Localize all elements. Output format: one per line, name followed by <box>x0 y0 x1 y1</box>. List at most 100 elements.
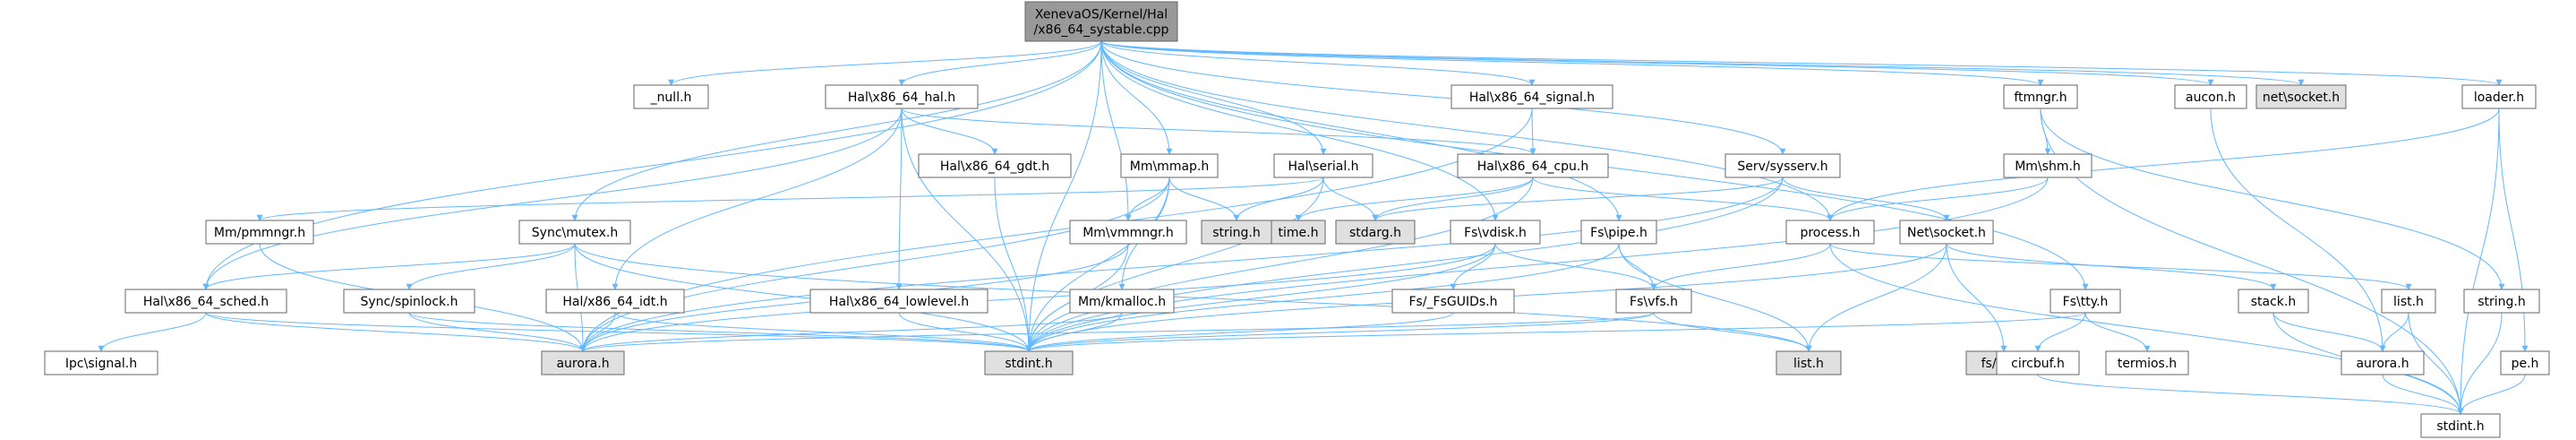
edge-tty-to-circbuf <box>2034 312 2086 352</box>
node-root: XenevaOS/Kernel/Hal/x86_64_systable.cpp <box>1024 1 1178 42</box>
node-box-stdint2 <box>2420 413 2501 438</box>
node-spinlock[interactable]: Sync/spinlock.h <box>343 289 475 314</box>
node-hal[interactable]: Hal\x86_64_hal.h <box>825 84 979 109</box>
node-box-vmmngr <box>1069 220 1187 245</box>
node-listh[interactable]: list.h <box>2381 289 2436 314</box>
node-aurora2[interactable]: aurora.h <box>2341 350 2425 375</box>
node-mmap[interactable]: Mm\mmap.h <box>1120 153 1219 178</box>
node-termios[interactable]: termios.h <box>2105 350 2189 375</box>
node-sysserv[interactable]: Serv/sysserv.h <box>1724 153 1841 178</box>
node-gdt[interactable]: Hal\x86_64_gdt.h <box>918 153 1072 178</box>
node-signal[interactable]: Hal\x86_64_signal.h <box>1451 84 1613 109</box>
node-box-cpu <box>1457 153 1609 178</box>
edge-serial-to-stdarg <box>1322 177 1379 221</box>
node-loader[interactable]: loader.h <box>2461 84 2537 109</box>
node-vfs[interactable]: Fs\vfs.h <box>1615 289 1692 314</box>
edge-sched-to-aurora <box>205 312 586 352</box>
edge-cpu-to-stdarg <box>1372 177 1534 221</box>
edge-aucon-to-aurora2 <box>2210 108 2386 352</box>
edge-loader-to-pe <box>2498 108 2529 352</box>
node-ipcsignal[interactable]: Ipc\signal.h <box>44 350 158 375</box>
node-ftmngr[interactable]: ftmngr.h <box>2003 84 2078 109</box>
node-label-aurora2-0: aurora.h <box>2356 357 2409 371</box>
edge-root-to-loader <box>1100 40 2503 86</box>
node-box-sched <box>124 289 287 314</box>
edge-vfs-to-listext <box>1653 312 1812 352</box>
node-label-loader-0: loader.h <box>2474 91 2524 105</box>
node-label-stdarg-0: stdarg.h <box>1349 226 1401 240</box>
node-label-mmap-0: Mm\mmap.h <box>1130 160 1210 174</box>
node-pe[interactable]: pe.h <box>2500 350 2550 375</box>
node-box-time <box>1271 220 1326 245</box>
node-label-hal-0: Hal\x86_64_hal.h <box>848 91 955 105</box>
node-label-idt-0: Hal/x86_64_idt.h <box>562 295 667 309</box>
edge-string2-to-stdint2 <box>2457 312 2503 415</box>
edge-root-to-vdisk <box>1100 40 1499 221</box>
node-label-ftmngr-0: ftmngr.h <box>2014 91 2067 105</box>
node-socket[interactable]: Net\socket.h <box>1899 220 1994 245</box>
node-label-listh-0: list.h <box>2393 295 2424 309</box>
node-pipe[interactable]: Fs\pipe.h <box>1580 220 1657 245</box>
edge-fsguids-to-stdint <box>1025 312 1454 352</box>
edge-root-to-vmmngr <box>1100 40 1132 221</box>
node-box-pmmngr <box>205 220 314 245</box>
node-box-null <box>633 84 709 109</box>
node-label-pmmngr-0: Mm/pmmngr.h <box>214 226 305 240</box>
edge-gdt-to-stdint <box>994 177 1032 352</box>
edge-root-to-ftmngr <box>1100 40 2044 86</box>
node-box-pipe <box>1580 220 1657 245</box>
node-label-shm-0: Mm\shm.h <box>2015 160 2081 174</box>
node-aurora: aurora.h <box>541 350 625 375</box>
node-label-tty-0: Fs\tty.h <box>2063 295 2109 309</box>
edge-sched-to-ipcsignal <box>98 312 207 352</box>
node-idt[interactable]: Hal/x86_64_idt.h <box>545 289 685 314</box>
edge-root-to-serial <box>1100 40 1327 155</box>
node-label-sysserv-0: Serv/sysserv.h <box>1737 160 1827 174</box>
node-stack[interactable]: stack.h <box>2238 289 2309 314</box>
node-aucon[interactable]: aucon.h <box>2174 84 2247 109</box>
node-vdisk[interactable]: Fs\vdisk.h <box>1450 220 1541 245</box>
edge-mutex-to-spinlock <box>406 243 576 290</box>
edge-root-to-stdint <box>1025 40 1102 352</box>
edge-root-to-aucon <box>1100 40 2214 86</box>
node-kmalloc[interactable]: Mm/kmalloc.h <box>1069 289 1175 314</box>
node-stdint2[interactable]: stdint.h <box>2420 413 2501 438</box>
node-box-gdt <box>918 153 1072 178</box>
node-pmmngr[interactable]: Mm/pmmngr.h <box>205 220 314 245</box>
edge-ftmngr-to-string2 <box>2040 108 2505 290</box>
node-shm[interactable]: Mm\shm.h <box>2003 153 2092 178</box>
edge-cpu-to-process <box>1532 177 1834 221</box>
node-lowlevel[interactable]: Hal\x86_64_lowlevel.h <box>809 289 988 314</box>
node-vmmngr[interactable]: Mm\vmmngr.h <box>1069 220 1187 245</box>
node-sched[interactable]: Hal\x86_64_sched.h <box>124 289 287 314</box>
node-fsguids[interactable]: Fs/_FsGUIDs.h <box>1391 289 1515 314</box>
node-label-stack-0: stack.h <box>2251 295 2297 309</box>
edge-pipe-to-listext <box>1618 243 1812 352</box>
node-label-fsguids-0: Fs/_FsGUIDs.h <box>1408 295 1497 309</box>
node-null[interactable]: _null.h <box>633 84 709 109</box>
node-box-idt <box>545 289 685 314</box>
edge-kmalloc-to-stdint <box>1025 312 1123 352</box>
node-serial[interactable]: Hal\serial.h <box>1273 153 1374 178</box>
edge-process-to-listh <box>1829 243 2412 290</box>
edge-hal-to-cpu <box>901 108 1536 155</box>
edge-socket-to-stack <box>1946 243 2277 290</box>
node-box-fsguids <box>1391 289 1515 314</box>
node-label-root-0: XenevaOS/Kernel/Hal <box>1035 8 1168 22</box>
node-cpu[interactable]: Hal\x86_64_cpu.h <box>1457 153 1609 178</box>
node-process[interactable]: process.h <box>1785 220 1875 245</box>
node-label-vfs-0: Fs\vfs.h <box>1630 295 1678 309</box>
edge-root-to-signal <box>1100 40 1536 86</box>
node-box-serial <box>1273 153 1374 178</box>
edge-hal-to-stdint <box>901 108 1032 352</box>
edge-mutex-to-listext <box>574 243 1812 352</box>
node-box-spinlock <box>343 289 475 314</box>
node-box-kmalloc <box>1069 289 1175 314</box>
node-mutex[interactable]: Sync\mutex.h <box>518 220 631 245</box>
node-circbuf[interactable]: circbuf.h <box>1996 350 2080 375</box>
node-label-netsocket-0: net\socket.h <box>2263 91 2340 105</box>
edge-root-to-process <box>1100 40 1834 221</box>
node-string2[interactable]: string.h <box>2463 289 2540 314</box>
edge-vfs-to-stdint <box>1025 312 1655 352</box>
node-tty[interactable]: Fs\tty.h <box>2050 289 2121 314</box>
